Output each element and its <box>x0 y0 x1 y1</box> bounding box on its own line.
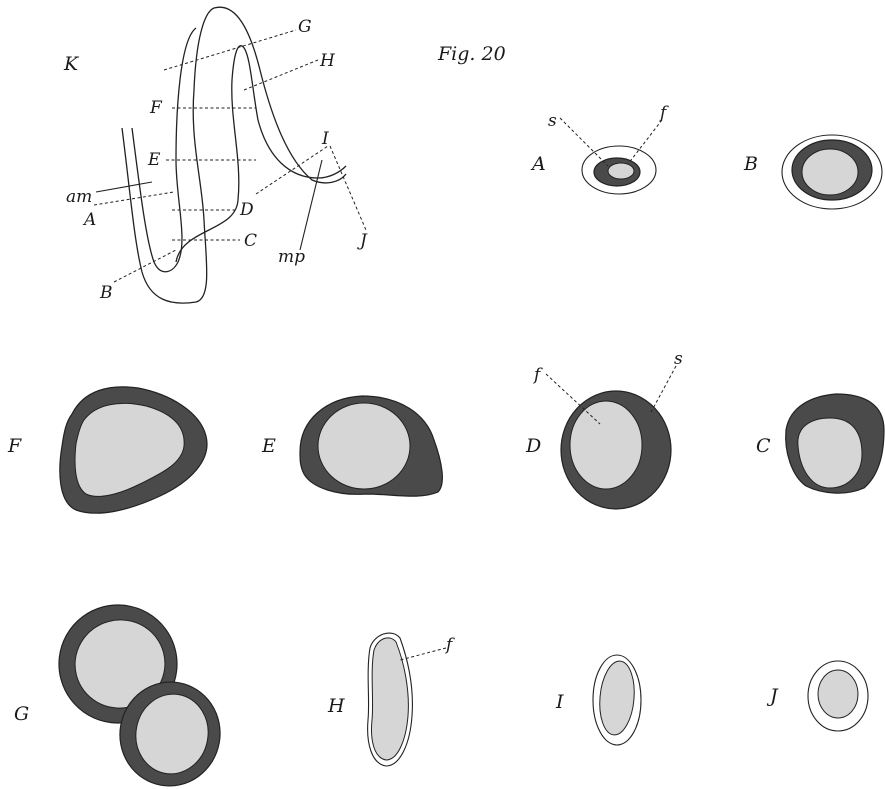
section-B-label: B <box>743 153 758 175</box>
section-A-label: A <box>530 153 546 175</box>
section-H-f-label: f <box>444 635 455 655</box>
key-line-A <box>93 191 175 206</box>
section-G-label: G <box>14 703 29 725</box>
section-D-core <box>569 400 643 490</box>
figure-title: Fig. 20 <box>437 43 506 65</box>
section-D-f-label: f <box>532 365 543 385</box>
key-label-F: F <box>149 98 163 118</box>
section-B-core <box>801 148 859 196</box>
section-F: F <box>7 386 208 514</box>
key-line-I-1 <box>255 145 329 195</box>
section-F-core <box>74 402 185 497</box>
key-label-G: G <box>298 17 312 37</box>
section-H-core <box>371 637 409 761</box>
section-A-core <box>607 162 635 180</box>
section-I-core <box>599 660 635 736</box>
section-G-core-2 <box>135 693 209 775</box>
section-A-s-label: s <box>548 111 557 131</box>
section-E: E <box>261 395 443 497</box>
section-A: A s f <box>530 103 669 195</box>
key-line-G <box>163 29 297 71</box>
section-D-f-pointer <box>545 373 601 425</box>
section-B: B <box>743 134 883 210</box>
key-panel-label: K <box>63 53 80 75</box>
key-line-mp <box>299 159 323 251</box>
section-C-core <box>797 417 863 489</box>
section-I: I <box>555 654 642 746</box>
key-line-J <box>329 145 367 231</box>
key-label-B: B <box>99 283 113 303</box>
key-tube-outer-wall <box>121 6 347 304</box>
key-label-H: H <box>319 51 336 71</box>
section-F-label: F <box>7 435 22 457</box>
key-label-C: C <box>244 231 257 251</box>
key-label-E: E <box>147 150 161 170</box>
key-tube-inner-wall <box>131 27 197 273</box>
key-label-I: I <box>321 129 329 149</box>
section-J: J <box>766 660 869 732</box>
section-G: G <box>14 604 221 787</box>
key-label-J: J <box>357 231 368 251</box>
key-label-A: A <box>82 210 96 230</box>
section-J-label: J <box>766 685 779 707</box>
section-H-label: H <box>327 695 345 717</box>
section-D: D f s <box>525 349 683 510</box>
section-D-label: D <box>525 435 541 457</box>
key-line-H <box>243 59 319 91</box>
section-I-label: I <box>555 691 564 713</box>
section-H-f-pointer <box>399 647 447 661</box>
key-tube-right-limb <box>175 45 347 263</box>
key-label-am: am <box>66 187 92 207</box>
section-A-f-label: f <box>658 103 669 123</box>
section-H: H f <box>327 632 455 767</box>
key-panel: K G H F E I D C J am A B mp <box>63 6 368 304</box>
section-E-label: E <box>261 435 276 457</box>
key-label-mp: mp <box>278 247 305 267</box>
section-C: C <box>756 393 885 494</box>
key-label-D: D <box>239 200 254 220</box>
key-line-B <box>113 249 177 283</box>
section-A-s-pointer <box>559 117 609 167</box>
section-A-f-pointer <box>627 119 663 165</box>
section-C-label: C <box>756 435 771 457</box>
section-D-s-label: s <box>674 349 683 369</box>
section-D-s-pointer <box>649 365 677 415</box>
section-E-core <box>317 402 411 490</box>
key-line-am <box>95 181 153 193</box>
section-J-core <box>817 669 859 719</box>
